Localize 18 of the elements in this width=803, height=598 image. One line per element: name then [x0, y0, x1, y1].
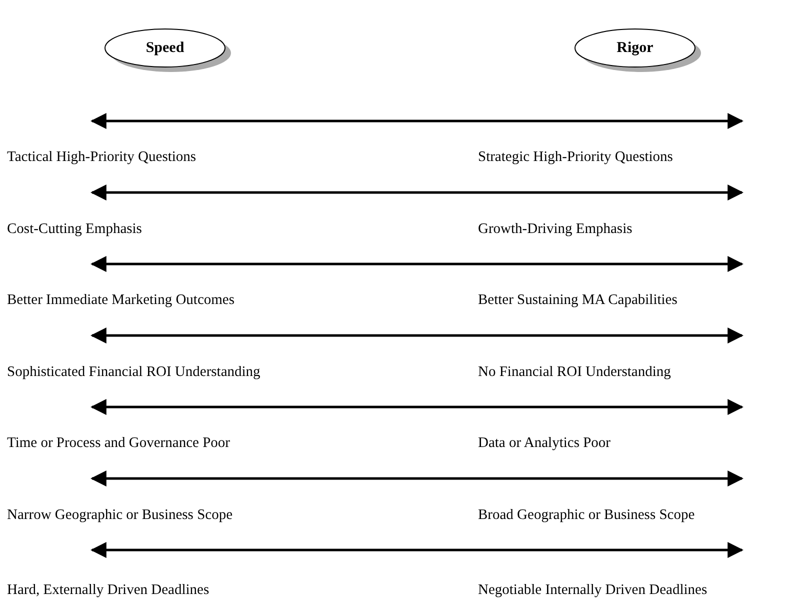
node-label: Speed: [144, 39, 186, 58]
spectrum-label: Broad Geographic or Business Scope: [478, 506, 695, 524]
spectrum-label: Better Immediate Marketing Outcomes: [7, 292, 234, 309]
spectrum-label: Strategic High-Priority Questions: [478, 149, 673, 166]
ellipse-node: [574, 28, 702, 74]
spectrum-label: Growth-Driving Emphasis: [478, 220, 632, 238]
node-label: Rigor: [616, 39, 654, 58]
spectrum-label: Tactical High-Priority Questions: [7, 149, 196, 166]
spectrum-label: Narrow Geographic or Business Scope: [7, 506, 233, 524]
spectrum-label: Sophisticated Financial ROI Understanding: [7, 364, 260, 380]
spectrum-label: Negotiable Internally Driven Deadlines: [478, 582, 708, 598]
spectrum-label: Hard, Externally Driven Deadlines: [7, 582, 210, 598]
spectrum-label: Time or Process and Governance Poor: [7, 435, 230, 452]
spectrum-label: Better Sustaining MA Capabilities: [478, 292, 678, 309]
spectrum-label: No Financial ROI Understanding: [478, 364, 671, 380]
spectrum-label: Cost-Cutting Emphasis: [7, 220, 142, 238]
spectrum-label: Data or Analytics Poor: [478, 435, 610, 452]
ellipse-node: [104, 28, 232, 74]
